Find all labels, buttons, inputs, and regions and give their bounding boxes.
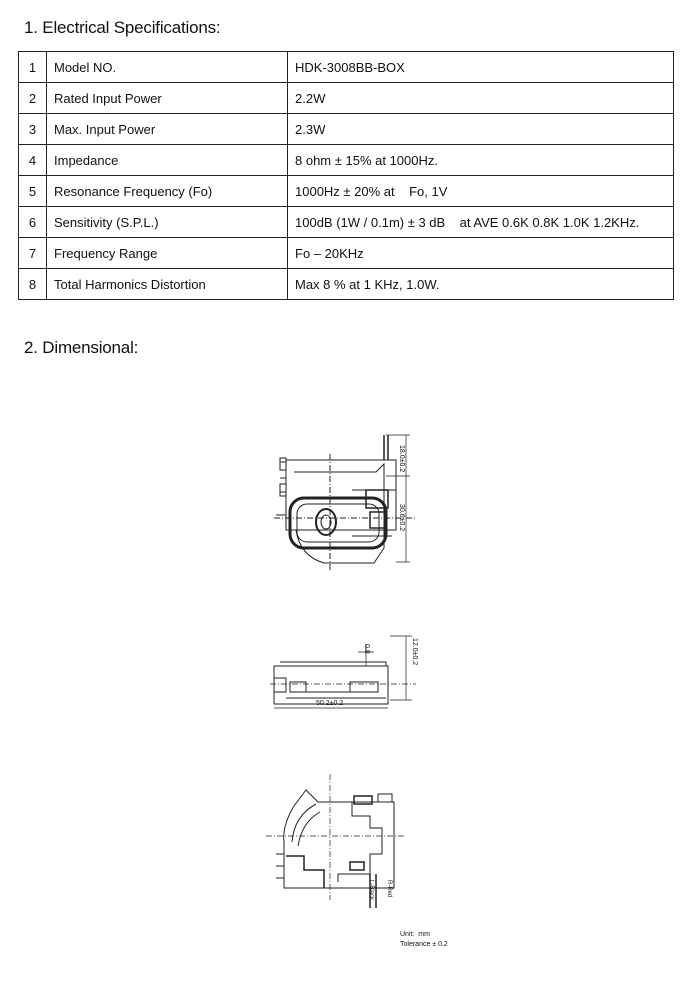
wire-label-black: L-Black <box>368 880 374 901</box>
table-row: 4 Impedance 8 ohm ± 15% at 1000Hz. <box>18 144 674 176</box>
spec-param: Resonance Frequency (Fo) <box>46 175 288 207</box>
table-row: 7 Frequency Range Fo – 20KHz <box>18 237 674 269</box>
section-title-dimensional: 2. Dimensional: <box>24 338 139 357</box>
spec-value: 2.3W <box>287 113 674 145</box>
spec-no: 4 <box>18 144 47 176</box>
spec-param: Total Harmonics Distortion <box>46 268 288 300</box>
dim-side-2: 12.0±0.2 <box>411 638 418 666</box>
spec-value: 2.2W <box>287 82 674 114</box>
spec-param: Frequency Range <box>46 237 288 269</box>
spec-value: 8 ohm ± 15% at 1000Hz. <box>287 144 674 176</box>
dim-width: 50.2±0.2 <box>316 700 344 707</box>
spec-value: Max 8 % at 1 KHz, 1.0W. <box>287 268 674 300</box>
spec-param: Sensitivity (S.P.L.) <box>46 206 288 238</box>
spec-value: Fo – 20KHz <box>287 237 674 269</box>
rear-view-drawing: L-Black R-Red <box>266 770 416 910</box>
table-row: 2 Rated Input Power 2.2W <box>18 82 674 114</box>
spec-param: Rated Input Power <box>46 82 288 114</box>
spec-no: 3 <box>18 113 47 145</box>
table-row: 3 Max. Input Power 2.3W <box>18 113 674 145</box>
spec-param: Impedance <box>46 144 288 176</box>
table-row: 6 Sensitivity (S.P.L.) 100dB (1W / 0.1m)… <box>18 206 674 238</box>
dim-top-1: 18.0±0.2 <box>398 445 405 473</box>
unit-label: Unit: mm <box>400 931 430 938</box>
spec-no: 5 <box>18 175 47 207</box>
spec-value: 100dB (1W / 0.1m) ± 3 dB at AVE 0.6K 0.8… <box>287 206 674 238</box>
table-row: 8 Total Harmonics Distortion Max 8 % at … <box>18 268 674 300</box>
spec-no: 8 <box>18 268 47 300</box>
spec-no: 1 <box>18 51 47 83</box>
table-row: 5 Resonance Frequency (Fo) 1000Hz ± 20% … <box>18 175 674 207</box>
spec-param: Model NO. <box>46 51 288 83</box>
side-view-drawing: 0.8 12.0±0.2 50.2±0.2 <box>266 632 426 712</box>
wire-label-red: R-Red <box>386 880 392 898</box>
spec-param: Max. Input Power <box>46 113 288 145</box>
spec-no: 2 <box>18 82 47 114</box>
spec-table: 1 Model NO. HDK-3008BB-BOX 2 Rated Input… <box>18 51 674 300</box>
spec-value: 1000Hz ± 20% at Fo, 1V <box>287 175 674 207</box>
table-row: 1 Model NO. HDK-3008BB-BOX <box>18 51 674 83</box>
units-note: Unit: mm Tolerance ± 0.2 <box>400 930 448 950</box>
spec-no: 6 <box>18 206 47 238</box>
spec-no: 7 <box>18 237 47 269</box>
front-view-drawing: 18.0±0.2 30.6±0.2 <box>266 430 426 575</box>
tolerance-label: Tolerance ± 0.2 <box>400 941 448 948</box>
spec-value: HDK-3008BB-BOX <box>287 51 674 83</box>
section-title-electrical: 1. Electrical Specifications: <box>24 18 221 37</box>
dim-side-1: 0.8 <box>363 644 370 654</box>
dim-top-2: 30.6±0.2 <box>398 504 405 532</box>
